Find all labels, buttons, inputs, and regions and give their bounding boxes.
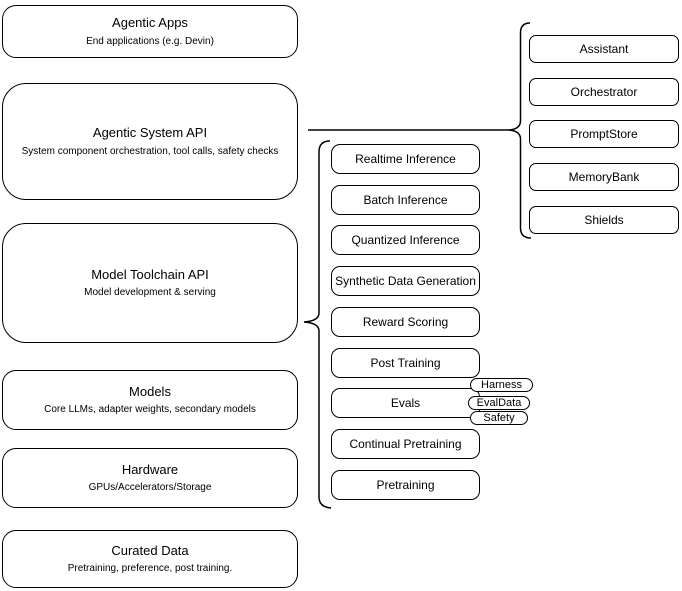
toolchain-item-batch-inference: Batch Inference — [331, 185, 480, 215]
layer-subtitle: GPUs/Accelerators/Storage — [88, 482, 212, 494]
toolchain-item-synthetic-data-generation: Synthetic Data Generation — [331, 266, 480, 296]
layer-model-toolchain-api: Model Toolchain API Model development & … — [2, 223, 298, 343]
layer-title: Model Toolchain API — [91, 266, 209, 282]
system-component-memorybank: MemoryBank — [529, 163, 679, 191]
layer-subtitle: End applications (e.g. Devin) — [86, 35, 214, 47]
layer-agentic-apps: Agentic Apps End applications (e.g. Devi… — [2, 5, 298, 58]
layer-subtitle: Core LLMs, adapter weights, secondary mo… — [44, 404, 256, 416]
toolchain-item-continual-pretraining: Continual Pretraining — [331, 429, 480, 459]
layer-title: Curated Data — [111, 542, 189, 558]
system-component-assistant: Assistant — [529, 35, 679, 63]
layer-hardware: Hardware GPUs/Accelerators/Storage — [2, 448, 298, 508]
eval-tag-harness: Harness — [470, 378, 533, 392]
toolchain-item-reward-scoring: Reward Scoring — [331, 307, 480, 337]
layer-title: Agentic System API — [92, 125, 208, 141]
toolchain-item-post-training: Post Training — [331, 348, 480, 378]
system-component-orchestrator: Orchestrator — [529, 78, 679, 106]
layer-subtitle: Pretraining, preference, post training. — [67, 563, 233, 575]
layer-subtitle: Model development & serving — [84, 287, 216, 299]
layer-models: Models Core LLMs, adapter weights, secon… — [2, 370, 298, 430]
toolchain-item-realtime-inference: Realtime Inference — [331, 144, 480, 174]
toolchain-item-pretraining: Pretraining — [331, 470, 480, 500]
layer-title: Models — [129, 383, 171, 399]
eval-tag-evaldata: EvalData — [468, 396, 530, 410]
eval-tag-safety: Safety — [470, 411, 528, 425]
layer-agentic-system-api: Agentic System API System component orch… — [2, 83, 298, 200]
system-component-promptstore: PromptStore — [529, 120, 679, 148]
components-brace — [508, 22, 532, 239]
layer-title: Hardware — [121, 461, 179, 477]
layer-subtitle: System component orchestration, tool cal… — [21, 145, 279, 157]
toolchain-item-quantized-inference: Quantized Inference — [331, 225, 480, 255]
system-component-shields: Shields — [529, 206, 679, 234]
toolchain-item-evals: Evals — [331, 388, 480, 418]
layer-curated-data: Curated Data Pretraining, preference, po… — [2, 530, 298, 588]
layer-title: Agentic Apps — [112, 15, 188, 31]
toolchain-brace — [303, 140, 332, 509]
